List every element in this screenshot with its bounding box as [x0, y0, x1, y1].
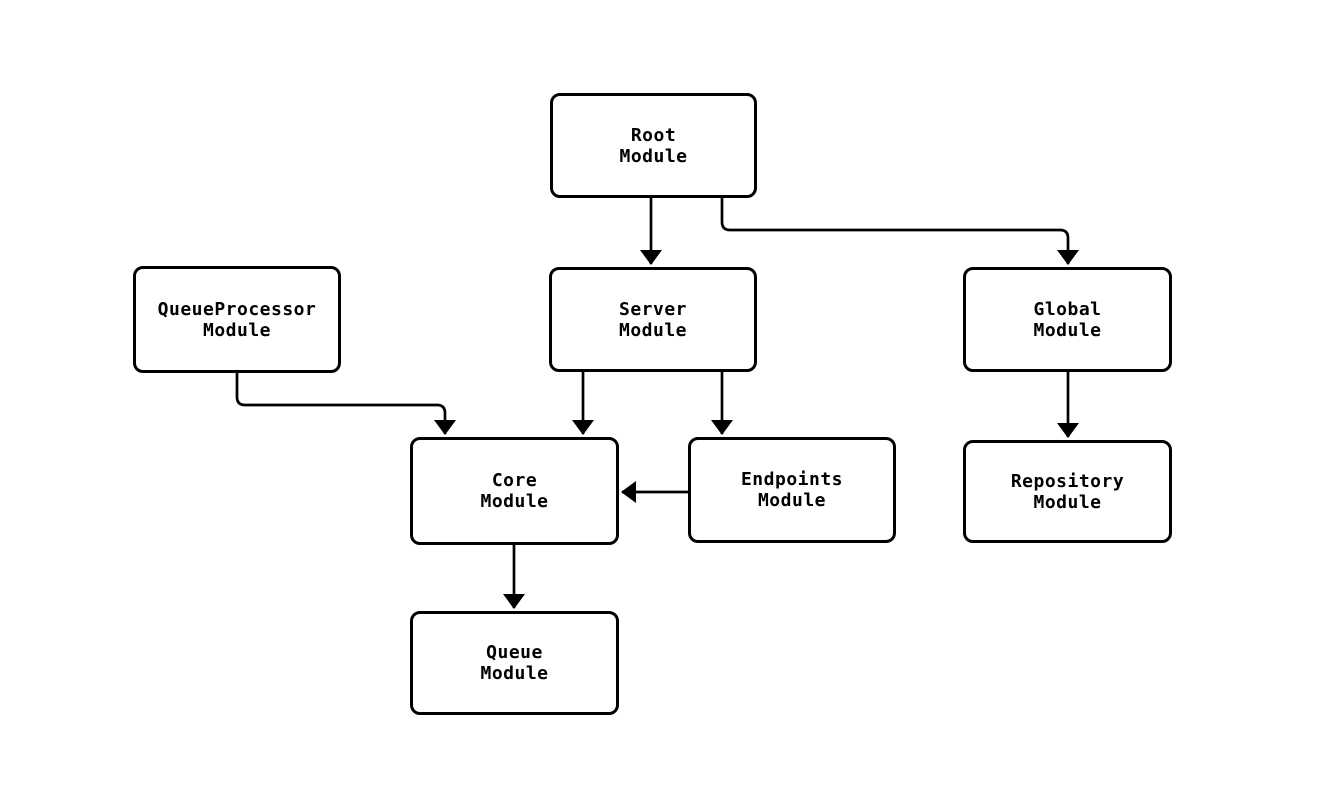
- node-endpoints-module: Endpoints Module: [688, 437, 896, 543]
- edge-root-to-global: [720, 198, 1079, 265]
- node-repository-module-label: Repository Module: [1010, 470, 1125, 513]
- node-repository-module: Repository Module: [963, 440, 1172, 543]
- node-core-module: Core Module: [410, 437, 619, 545]
- node-root-module: Root Module: [550, 93, 757, 198]
- node-global-module: Global Module: [963, 267, 1172, 372]
- node-queue-module: Queue Module: [410, 611, 619, 715]
- node-queue-module-label: Queue Module: [480, 642, 549, 684]
- node-root-module-label: Root Module: [619, 124, 688, 167]
- edge-queueprocessor-to-core: [235, 373, 456, 435]
- node-queueprocessor-module-label: QueueProcessor Module: [157, 298, 317, 341]
- node-queueprocessor-module: QueueProcessor Module: [133, 266, 341, 373]
- node-server-module-label: Server Module: [618, 298, 688, 341]
- node-core-module-label: Core Module: [480, 470, 549, 512]
- node-endpoints-module-label: Endpoints Module: [740, 469, 844, 511]
- node-server-module: Server Module: [549, 267, 757, 372]
- node-global-module-label: Global Module: [1033, 298, 1102, 341]
